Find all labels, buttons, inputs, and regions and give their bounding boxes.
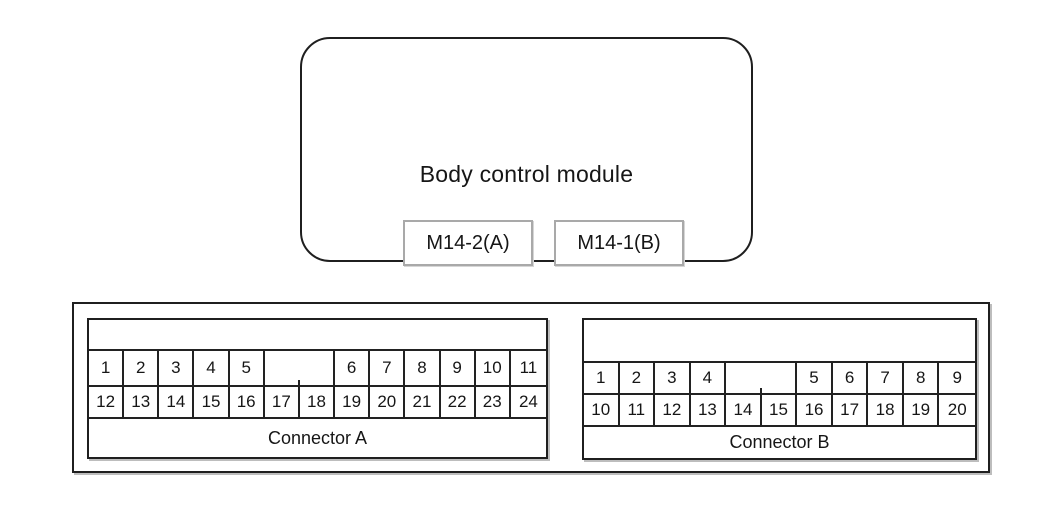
pin-cell-b11: 11 xyxy=(620,395,656,425)
body-control-module-box: Body control module M14-2(A) M14-1(B) xyxy=(300,37,753,266)
connector-tag-m14-1b: M14-1(B) xyxy=(554,220,684,266)
pin-cell-a4: 4 xyxy=(194,351,230,385)
module-title: Body control module xyxy=(419,161,634,187)
pin-cell-b19: 19 xyxy=(904,395,940,425)
pin-cell-b14: 14 xyxy=(726,395,762,425)
pin-cell-b6: 6 xyxy=(833,363,869,393)
pin-cell-b5: 5 xyxy=(797,363,833,393)
pin-cell-a18: 18 xyxy=(300,387,336,417)
module-connector-tags: M14-2(A) M14-1(B) xyxy=(403,220,684,266)
keyway-cell-b xyxy=(726,363,798,393)
keyway-cell-a xyxy=(265,351,336,385)
pin-cell-a1: 1 xyxy=(89,351,125,385)
pin-cell-a15: 15 xyxy=(194,387,230,417)
pin-cell-b8: 8 xyxy=(904,363,940,393)
connector-b-label: Connector B xyxy=(729,432,830,452)
connector-a-pin-row-2: 12 13 14 15 16 17 18 19 20 21 22 23 24 xyxy=(89,387,546,419)
connector-b-box: 1 2 3 4 5 6 7 8 9 10 11 12 13 14 15 16 1… xyxy=(582,318,977,460)
pin-cell-a11: 11 xyxy=(519,358,538,377)
connector-a-label: Connector A xyxy=(267,427,368,448)
pin-cell-a19: 19 xyxy=(335,387,371,417)
pin-cell-a17: 17 xyxy=(265,387,300,417)
pin-cell-a20: 20 xyxy=(370,387,406,417)
pin-cell-b1: 1 xyxy=(584,363,620,393)
pin-cell-a3: 3 xyxy=(159,351,195,385)
pin-cell-a24: 24 xyxy=(518,392,538,411)
pin-cell-a10: 10 xyxy=(476,351,511,385)
connector-a-header-band xyxy=(89,320,546,351)
pin-cell-a5: 5 xyxy=(230,351,265,385)
pin-cell-b12: 12 xyxy=(655,395,691,425)
connector-a-pin-row-1: 1 2 3 4 5 6 7 8 9 10 11 xyxy=(89,351,546,387)
pin-cell-a9: 9 xyxy=(441,351,476,385)
pin-cell-a2: 2 xyxy=(124,351,160,385)
pin-cell-b17: 17 xyxy=(833,395,869,425)
connector-b-pin-row-2: 10 11 12 13 14 15 16 17 18 19 20 xyxy=(584,395,975,427)
pin-cell-b4: 4 xyxy=(691,363,727,393)
pin-cell-a23: 23 xyxy=(476,387,511,417)
pin-cell-b15: 15 xyxy=(762,395,798,425)
pin-cell-b7: 7 xyxy=(868,363,904,393)
pin-cell-b16: 16 xyxy=(797,395,833,425)
pin-cell-a7: 7 xyxy=(370,351,406,385)
pin-cell-a14: 14 xyxy=(159,387,195,417)
pin-cell-a21: 21 xyxy=(405,387,441,417)
connector-tag-m14-2a: M14-2(A) xyxy=(403,220,533,266)
connector-b-header-band xyxy=(584,320,975,363)
pin-cell-b2: 2 xyxy=(620,363,656,393)
pin-cell-a22: 22 xyxy=(441,387,476,417)
pin-cell-a6: 6 xyxy=(335,351,371,385)
pin-cell-a12: 12 xyxy=(89,387,125,417)
pin-cell-a16: 16 xyxy=(230,387,265,417)
connector-b-pin-row-1: 1 2 3 4 5 6 7 8 9 xyxy=(584,363,975,395)
pin-cell-a13: 13 xyxy=(124,387,160,417)
pin-cell-b3: 3 xyxy=(655,363,691,393)
pin-cell-b9: 9 xyxy=(952,368,962,387)
pin-cell-b10: 10 xyxy=(584,395,620,425)
pin-cell-b20: 20 xyxy=(947,400,967,419)
connector-a-box: 1 2 3 4 5 6 7 8 9 10 11 12 13 14 15 16 1… xyxy=(87,318,548,459)
pin-cell-b13: 13 xyxy=(691,395,727,425)
pin-cell-b18: 18 xyxy=(868,395,904,425)
pin-cell-a8: 8 xyxy=(405,351,441,385)
connector-frame: 1 2 3 4 5 6 7 8 9 10 11 12 13 14 15 16 1… xyxy=(72,302,990,473)
